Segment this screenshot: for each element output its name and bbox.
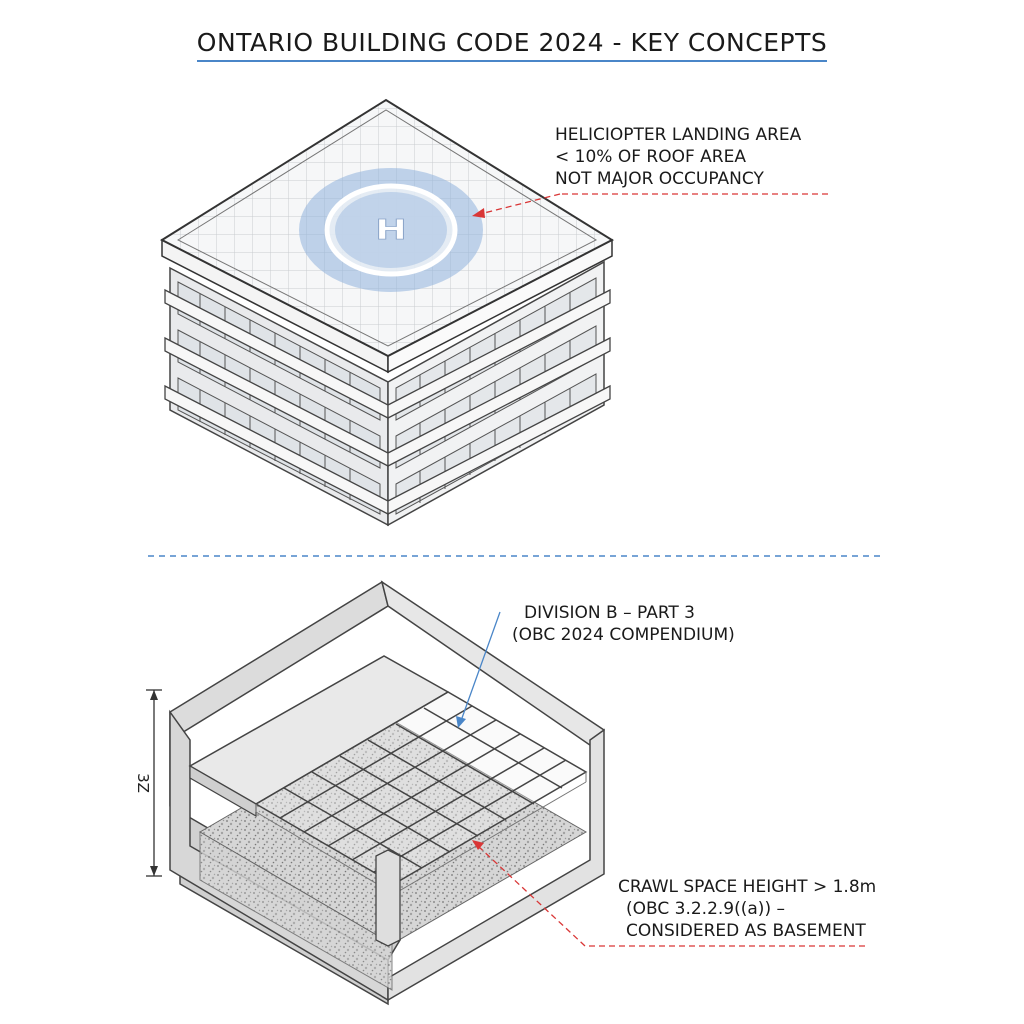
crawl-note-line: CRAWL SPACE HEIGHT > 1.8m [618, 877, 877, 897]
helipad-h-marker: H [375, 213, 407, 245]
division-leader [456, 611, 501, 728]
heliport-note: HELICIOPTER LANDING AREA < 10% OF ROOF A… [555, 124, 801, 190]
heliport-note-line: < 10% OF ROOF AREA [555, 147, 746, 167]
helipad: H [299, 168, 483, 292]
height-dimension: 3Z [134, 689, 162, 877]
crawl-space-cutaway [169, 580, 605, 1006]
crawl-note-line: (OBC 3.2.2.9((a)) – [626, 899, 785, 919]
division-note: DIVISION B – PART 3 (OBC 2024 COMPENDIUM… [512, 602, 735, 646]
division-arrowhead [456, 716, 466, 728]
division-note-line: (OBC 2024 COMPENDIUM) [512, 625, 735, 645]
diagram-title-text: ONTARIO BUILDING CODE 2024 - KEY CONCEPT… [196, 28, 828, 62]
crawl-note-line: CONSIDERED AS BASEMENT [626, 921, 866, 941]
heliport-leader [472, 193, 828, 218]
division-note-line: DIVISION B – PART 3 [524, 603, 695, 623]
crawl-arrowhead [472, 840, 484, 850]
dimension-label: 3Z [134, 773, 152, 793]
building-isometric: H [159, 98, 615, 527]
front-post [375, 849, 401, 947]
heliport-note-line: HELICIOPTER LANDING AREA [555, 125, 802, 145]
crawl-space-note: CRAWL SPACE HEIGHT > 1.8m (OBC 3.2.2.9((… [618, 876, 876, 942]
crawl-leader [472, 840, 865, 947]
heliport-note-line: NOT MAJOR OCCUPANCY [555, 169, 764, 189]
heliport-arrowhead [472, 208, 485, 218]
floor-slabs [164, 288, 611, 516]
diagram-title: ONTARIO BUILDING CODE 2024 - KEY CONCEPT… [0, 28, 1024, 62]
